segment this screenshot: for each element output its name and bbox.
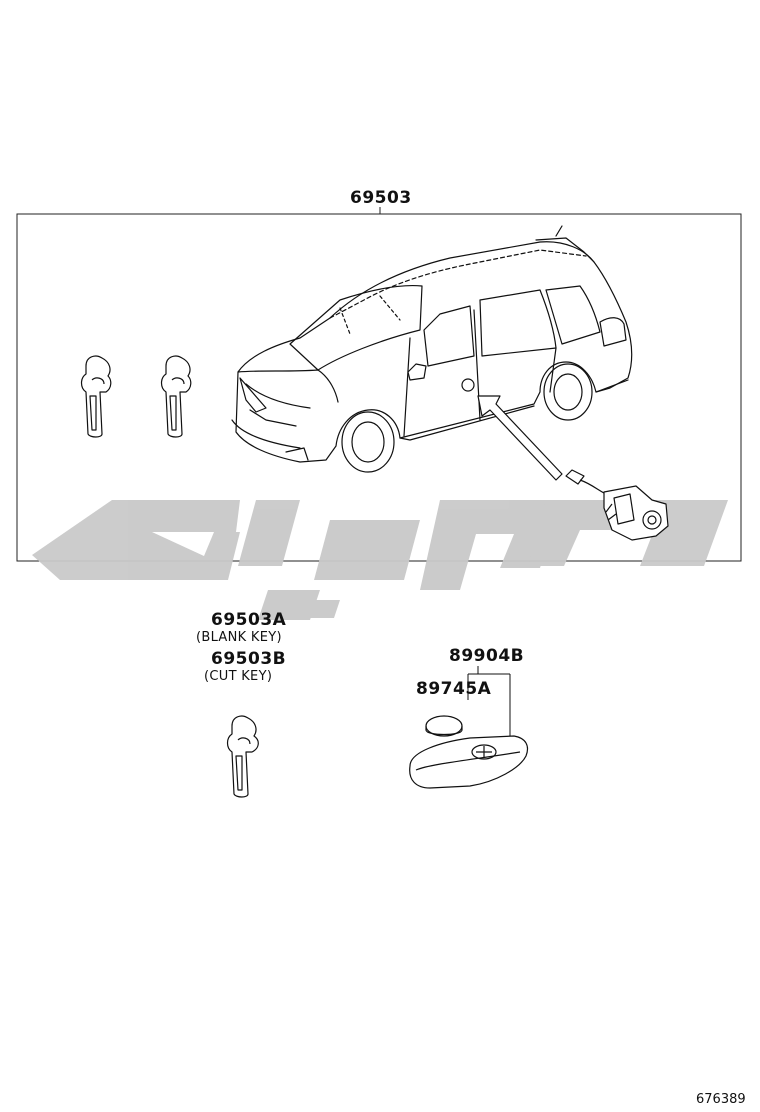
diagram-reference-number: 676389: [696, 1092, 746, 1107]
smart-key-fob-icon: [409, 735, 529, 789]
key-icon: [226, 715, 259, 798]
key-blank-part-number: 69503A: [211, 610, 287, 630]
assembly-frame: [16, 207, 742, 562]
battery-icon: [425, 715, 463, 737]
battery-part-number: 89745A: [416, 679, 492, 699]
door-lock-cylinder-icon: [565, 469, 669, 541]
watermark-logo: [32, 500, 728, 620]
car-illustration: [231, 225, 633, 473]
callout-arrow: [477, 395, 563, 481]
transmitter-part-number: 89904B: [449, 646, 525, 666]
key-cut-part-number: 69503B: [211, 649, 287, 669]
key-cut-description: (CUT KEY): [204, 669, 273, 684]
assembly-part-number: 69503: [350, 188, 412, 208]
key-icon: [80, 355, 112, 438]
key-icon: [160, 355, 192, 438]
leader-lines: [467, 666, 511, 740]
key-blank-description: (BLANK KEY): [196, 630, 282, 645]
